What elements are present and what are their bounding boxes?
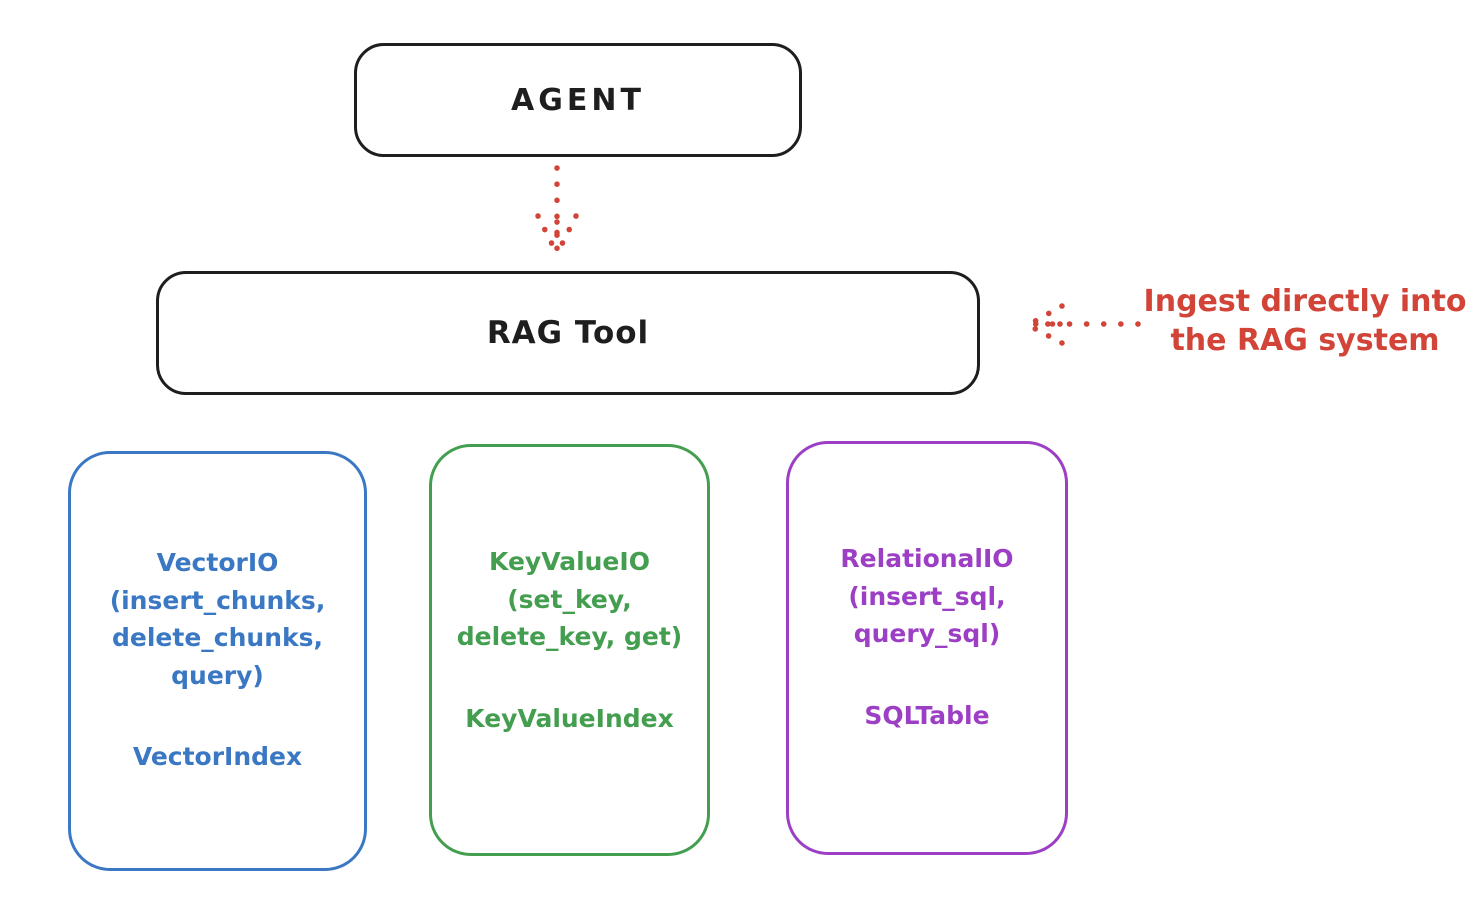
keyvalue-io-methods: KeyValueIO (set_key, delete_key, get): [456, 547, 683, 651]
keyvalue-io-box: KeyValueIO (set_key, delete_key, get) Ke…: [429, 444, 710, 856]
relational-io-methods: RelationalIO (insert_sql, query_sql): [840, 544, 1014, 648]
vector-io-methods: VectorIO (insert_chunks, delete_chunks, …: [109, 548, 326, 690]
keyvalue-index-label: KeyValueIndex: [465, 703, 674, 733]
vector-io-box: VectorIO (insert_chunks, delete_chunks, …: [68, 451, 367, 871]
vector-index-label: VectorIndex: [132, 742, 303, 771]
rag-tool-box-label: RAG Tool: [486, 315, 650, 351]
agent-box-label: AGENT: [511, 82, 645, 118]
relational-io-box: RelationalIO (insert_sql, query_sql) SQL…: [786, 441, 1068, 855]
sql-table-label: SQLTable: [864, 700, 990, 730]
ingest-annotation: Ingest directly into the RAG system: [1143, 284, 1467, 358]
agent-box: AGENT: [354, 43, 802, 157]
dotted-arrow-left-icon: [1025, 303, 1141, 346]
rag-tool-box: RAG Tool: [156, 271, 980, 395]
dotted-arrow-down-icon: [535, 165, 579, 261]
